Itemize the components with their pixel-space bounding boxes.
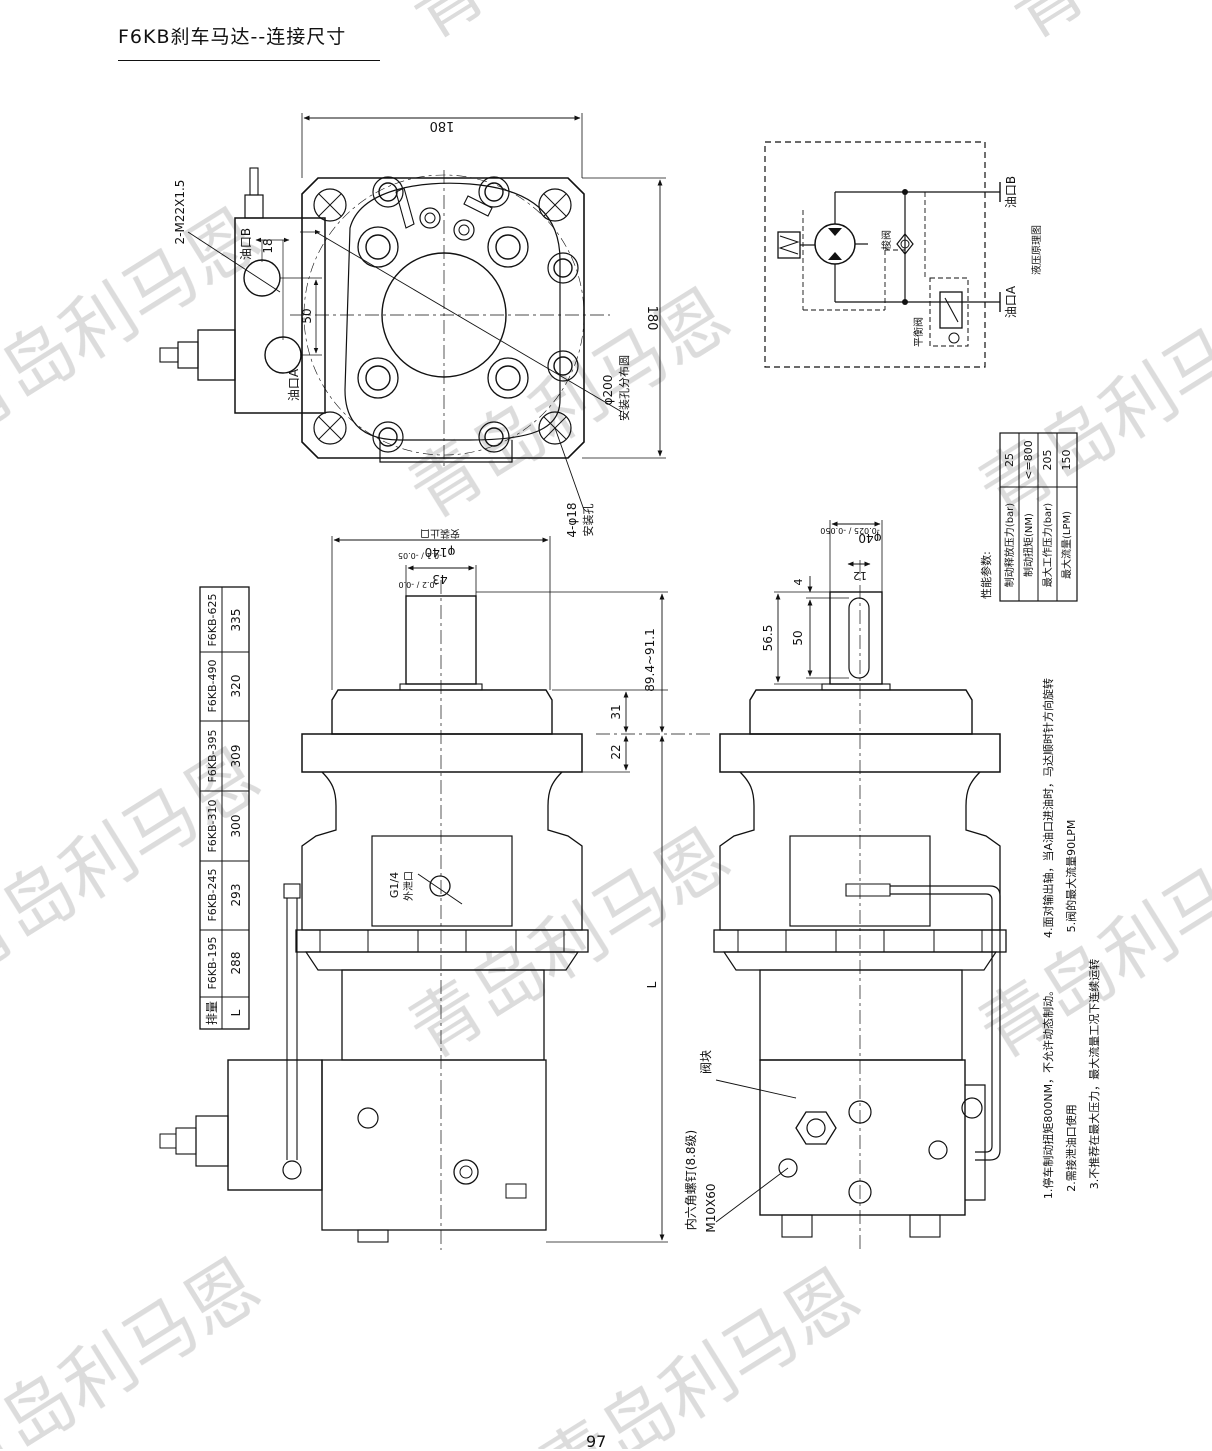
displacement-table: 排量 L F6KB-195 F6KB-245 F6KB-310 F6KB-395… (199, 586, 250, 1030)
model-name: F6KB-310 (206, 799, 219, 852)
port-thread-label: 2-M22X1.5 (173, 180, 187, 245)
pilot-tolerance: -0.1 / -0.05 (398, 551, 442, 560)
drain-port (429, 875, 451, 897)
dim-18: 18 (261, 238, 275, 253)
drain-thread: G1/4 (388, 872, 401, 898)
model-name: F6KB-490 (206, 659, 219, 712)
model-name: F6KB-245 (206, 868, 219, 921)
page-number: 97 (586, 1432, 607, 1451)
pcd-note: 安装孔分布圆 (617, 355, 631, 421)
table-row-label: L (229, 1009, 243, 1016)
mount-holes-note: 安装孔 (581, 504, 595, 537)
svg-text:青岛利马恩: 青岛利马恩 (994, 0, 1212, 54)
performance-title: 性能参数: (979, 551, 993, 599)
dim-overall-length: L (645, 981, 659, 988)
perf-row-label: 最大工作压力(bar) (1041, 503, 1054, 587)
key-width: 43 (432, 572, 447, 586)
svg-text:青岛利马恩: 青岛利马恩 (394, 812, 744, 1074)
table-header-label: 排量 (205, 1001, 219, 1025)
svg-text:青岛利马恩: 青岛利马恩 (394, 272, 744, 534)
dim-56-5: 56.5 (761, 625, 775, 652)
side-view: φ40 -0.025 / -0.050 12 (684, 520, 1007, 1250)
schematic-port-a: 油口A (1004, 285, 1018, 318)
page-title: F6KB刹车马达--连接尺寸 (118, 26, 347, 48)
model-value: 288 (229, 952, 243, 975)
svg-text:青岛利马恩: 青岛利马恩 (394, 0, 744, 54)
dim-50: 50 (300, 308, 314, 323)
port-a-label: 油口A (287, 368, 301, 401)
perf-row-label: 最大流量(LPM) (1060, 511, 1073, 579)
dim-31: 31 (609, 704, 623, 719)
pilot-note: 安装止口 (420, 527, 460, 540)
note: 2.需接泄油口使用 (1064, 1104, 1078, 1192)
svg-text:青岛利马恩: 青岛利马恩 (0, 192, 274, 454)
model-value: 300 (229, 815, 243, 838)
bolt-size-label: M10X60 (704, 1183, 718, 1232)
schematic-title: 液压原理图 (1030, 225, 1043, 275)
perf-row-value: 205 (1041, 450, 1054, 471)
svg-text:青岛利马恩: 青岛利马恩 (524, 1252, 874, 1449)
notes: 1.停车制动扭矩800NM，不允许动态制动。 2.需接泄油口使用 3.不推荐在最… (1041, 678, 1101, 1199)
perf-row-label: 制动释放压力(bar) (1003, 503, 1016, 587)
note: 1.停车制动扭矩800NM，不允许动态制动。 (1041, 985, 1055, 1199)
model-name: F6KB-395 (206, 729, 219, 782)
shaft-tolerance: -0.025 / -0.050 (820, 526, 879, 535)
hydraulic-schematic: 梭阀 平衡阀 油口B 油口A 液压原理图 (764, 141, 1043, 368)
port-a-circle (264, 336, 302, 374)
valve-block-label: 阀块 (699, 1050, 713, 1074)
shaft-diameter: φ40 (858, 531, 881, 545)
model-name: F6KB-195 (206, 936, 219, 989)
bolt-label: 内六角螺钉(8.8级) (684, 1130, 698, 1230)
performance-table: 性能参数: 制动释放压力(bar) 制动扭矩(NM) 最大工作压力(bar) 最… (979, 432, 1078, 602)
dim-4: 4 (792, 579, 805, 586)
mount-hole (313, 411, 347, 445)
key-tolerance: -0.2 / -0.0 (399, 580, 438, 589)
model-value: 320 (229, 675, 243, 698)
perf-row-value: <=800 (1022, 440, 1035, 479)
front-view: φ140 -0.1 / -0.05 安装止口 43 -0.2 / -0.0 G1… (159, 527, 710, 1250)
schematic-port-b: 油口B (1004, 176, 1018, 208)
model-value: 335 (229, 609, 243, 632)
brake-valve-label: 平衡阀 (912, 317, 925, 347)
pilot-diameter: φ140 (425, 545, 456, 559)
perf-row-value: 25 (1003, 453, 1016, 467)
port-b-label: 油口B (239, 228, 253, 260)
perf-row-label: 制动扭矩(NM) (1022, 513, 1035, 577)
mount-hole (313, 188, 347, 222)
model-name: F6KB-625 (206, 593, 219, 646)
note: 5.阀的最大流量90LPM (1064, 820, 1078, 933)
drain-note: 外泄口 (402, 871, 415, 901)
shuttle-label: 梭阀 (880, 230, 893, 250)
dim-shaft-length: 89.4~91.1 (643, 628, 657, 692)
mount-holes-label: 4-φ18 (565, 502, 579, 537)
dim-50-side: 50 (791, 630, 805, 645)
valve-block (759, 1059, 966, 1216)
note: 3.不推荐在最大压力，最大流量工况下连续运转 (1087, 959, 1101, 1190)
model-value: 293 (229, 884, 243, 907)
mount-hole (538, 188, 572, 222)
pcd-label: φ200 (601, 375, 615, 406)
dim-22: 22 (609, 744, 623, 759)
svg-text:青岛利马恩: 青岛利马恩 (964, 272, 1212, 534)
svg-text:青岛利马恩: 青岛利马恩 (0, 1242, 274, 1449)
top-view: 180 180 (159, 113, 666, 538)
page-header: F6KB刹车马达--连接尺寸 (118, 22, 380, 61)
height-dimension: 180 (644, 306, 659, 331)
key-dimension: 12 (853, 569, 867, 582)
model-value: 309 (229, 745, 243, 768)
note: 4.面对输出轴，当A油口进油时，马达顺时针方向旋转 (1041, 678, 1055, 938)
perf-row-value: 150 (1060, 450, 1073, 471)
width-dimension: 180 (430, 118, 455, 133)
